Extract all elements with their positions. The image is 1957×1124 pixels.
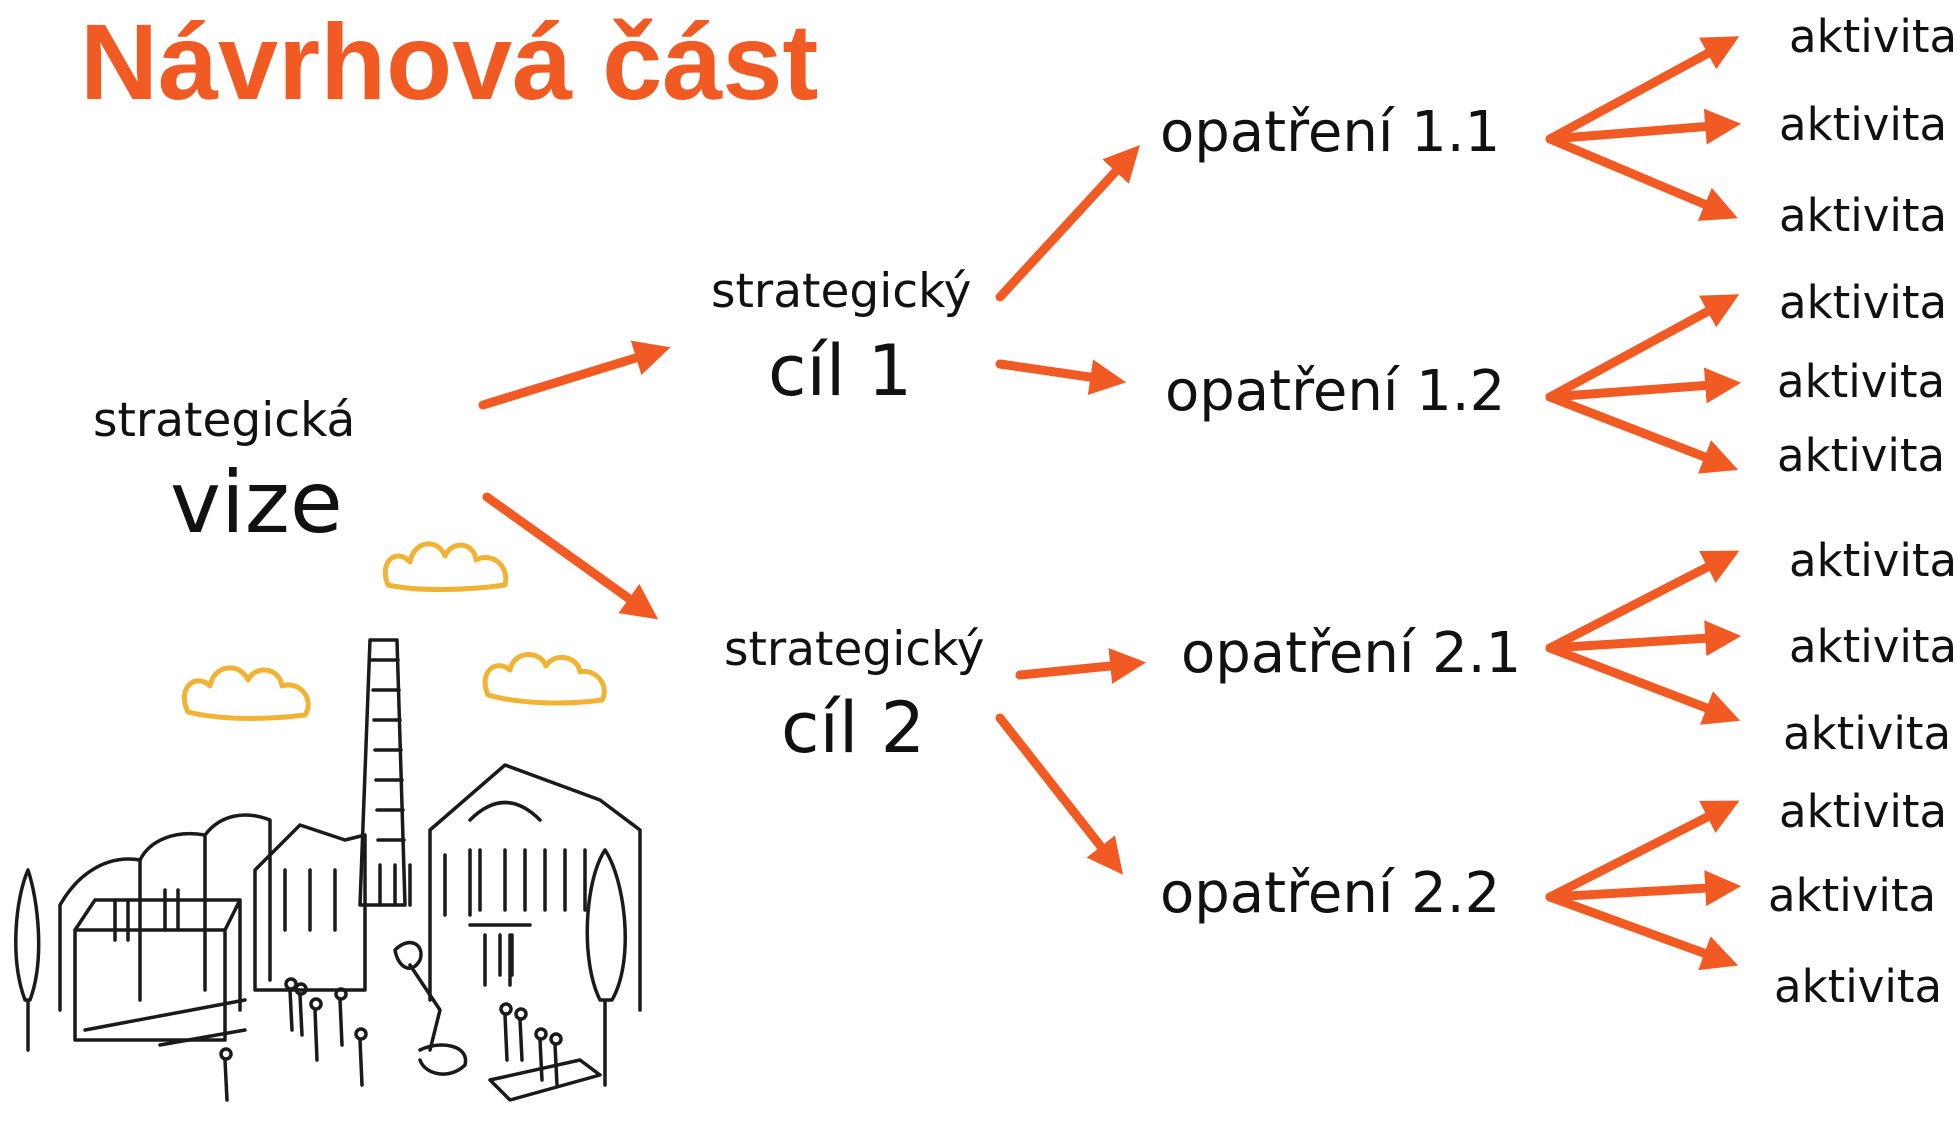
vision-label-line2: vize (170, 453, 343, 553)
goal-2-label-line2: cíl 2 (781, 687, 926, 769)
arrow-goal1-measure12 (995, 359, 1127, 395)
chimney (358, 638, 407, 907)
arrow-goal2-measure22 (995, 713, 1124, 875)
shed-building (58, 813, 272, 1012)
cloud-icon (382, 541, 509, 593)
cloud-icon (482, 652, 607, 706)
arrow-m21-b (1545, 620, 1742, 657)
middle-building (253, 823, 367, 992)
page-title: Návrhová část (80, 1, 819, 122)
arrow-m21-c (1545, 643, 1741, 725)
measure-2-2: opatření 2.2 (1160, 861, 1501, 926)
measure-1-1: opatření 1.1 (1160, 100, 1501, 165)
arrow-m21-a (1545, 550, 1740, 653)
arrow-m11-b (1545, 108, 1742, 145)
activity-2-2-a: aktivita (1779, 785, 1948, 838)
gallery-building (428, 763, 642, 1012)
goal-1-label-line2: cíl 1 (768, 330, 913, 412)
activity-1-1-c: aktivita (1779, 189, 1948, 242)
tree-left (14, 868, 41, 1052)
activity-1-2-a: aktivita (1779, 276, 1948, 329)
arrow-m22-b (1545, 870, 1742, 907)
sculpture (393, 940, 468, 1076)
activity-2-1-b: aktivita (1789, 620, 1957, 673)
arrows (478, 36, 1742, 971)
arrow-m11-c (1545, 134, 1738, 221)
activity-2-1-c: aktivita (1783, 707, 1952, 760)
arrow-m12-c (1545, 392, 1739, 474)
cloud-icon (181, 665, 311, 721)
activity-1-2-b: aktivita (1777, 355, 1946, 408)
arrow-m22-a (1545, 800, 1740, 902)
factory-illustration (14, 638, 642, 1102)
glass-pavilion (73, 898, 242, 1042)
goal-1-label-line1: strategický (711, 264, 972, 319)
measure-1-2: opatření 1.2 (1165, 359, 1506, 424)
clouds (181, 541, 607, 721)
activity-2-2-b: aktivita (1768, 869, 1937, 922)
arrow-m12-a (1545, 294, 1740, 402)
arrow-m11-a (1545, 36, 1740, 144)
people (223, 933, 559, 1102)
arrow-vision-goal1 (478, 340, 671, 410)
activity-1-1-a: aktivita (1789, 10, 1957, 63)
arrow-m12-b (1545, 367, 1742, 404)
goal-2-label-line1: strategický (724, 622, 985, 677)
arrow-m22-c (1545, 892, 1739, 971)
arrow-vision-goal2 (482, 492, 659, 620)
arrow-goal1-measure11 (995, 145, 1140, 302)
vision-label-line1: strategická (93, 393, 356, 448)
tree-right (585, 848, 627, 1087)
activity-2-1-a: aktivita (1789, 534, 1957, 587)
activity-1-1-b: aktivita (1779, 98, 1948, 151)
measure-2-1: opatření 2.1 (1181, 621, 1522, 686)
activity-2-2-c: aktivita (1774, 960, 1943, 1013)
arrow-goal2-measure21 (1015, 648, 1147, 684)
activity-1-2-c: aktivita (1777, 429, 1946, 482)
